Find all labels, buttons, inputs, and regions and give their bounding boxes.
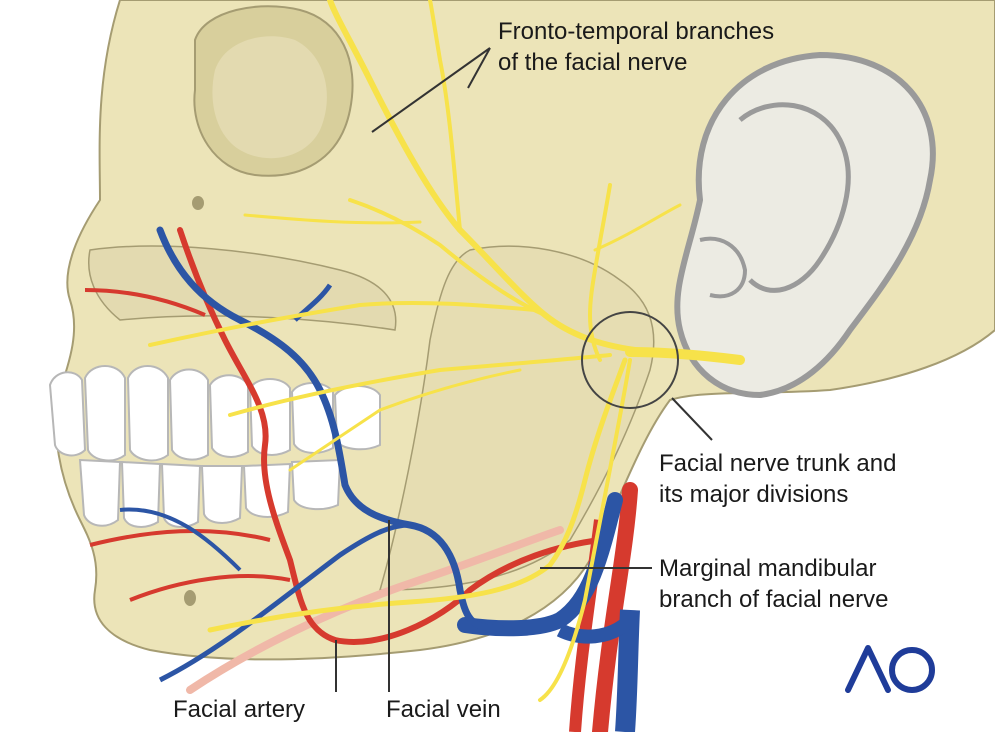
infraorbital-foramen [192, 196, 204, 210]
artery-neck [592, 482, 638, 737]
vein-branch-chin [119, 507, 242, 572]
ear-canal [699, 236, 748, 299]
vein-join [556, 614, 635, 644]
ao-logo [840, 640, 940, 700]
mental-foramen [184, 590, 196, 606]
nerve-trunk-label-line-2: its major divisions [659, 481, 849, 508]
ear [674, 51, 936, 399]
fronto-temporal-label: Fronto-temporal branches of the facial n… [498, 16, 774, 78]
maxilla [88, 245, 397, 331]
vein-branch-lower [158, 522, 411, 683]
orbit-inner [212, 36, 327, 159]
nerve-trunk-label: Facial nerve trunk and its major divisio… [659, 448, 896, 510]
ao-logo-mark [845, 645, 935, 693]
artery-branch-2 [89, 528, 271, 547]
pale-vessel [186, 526, 564, 694]
artery-branch-1 [84, 288, 206, 317]
trunk-callout-circle [581, 311, 679, 409]
facial-artery-path [177, 227, 603, 645]
facial-vein-label: Facial vein [386, 696, 501, 723]
facial-nerve [148, 0, 745, 702]
nerve-trunk-label-line-1: Facial nerve trunk and [659, 450, 897, 477]
upper-teeth [48, 365, 381, 462]
marginal-mandibular-label-line-2: branch of facial nerve [659, 586, 889, 613]
facial-vein-path [156, 226, 504, 632]
facial-artery-label: Facial artery [173, 696, 306, 723]
ear-helix [738, 102, 851, 293]
fronto-temporal-label-line-2: of the facial nerve [498, 49, 688, 76]
leader-lines [335, 47, 713, 692]
fronto-temporal-label-line-1: Fronto-temporal branches [498, 18, 775, 45]
marginal-mandibular-label: Marginal mandibular branch of facial ner… [659, 553, 888, 615]
marginal-mandibular-label-line-1: Marginal mandibular [659, 555, 877, 582]
artery-branch-3 [129, 574, 291, 602]
